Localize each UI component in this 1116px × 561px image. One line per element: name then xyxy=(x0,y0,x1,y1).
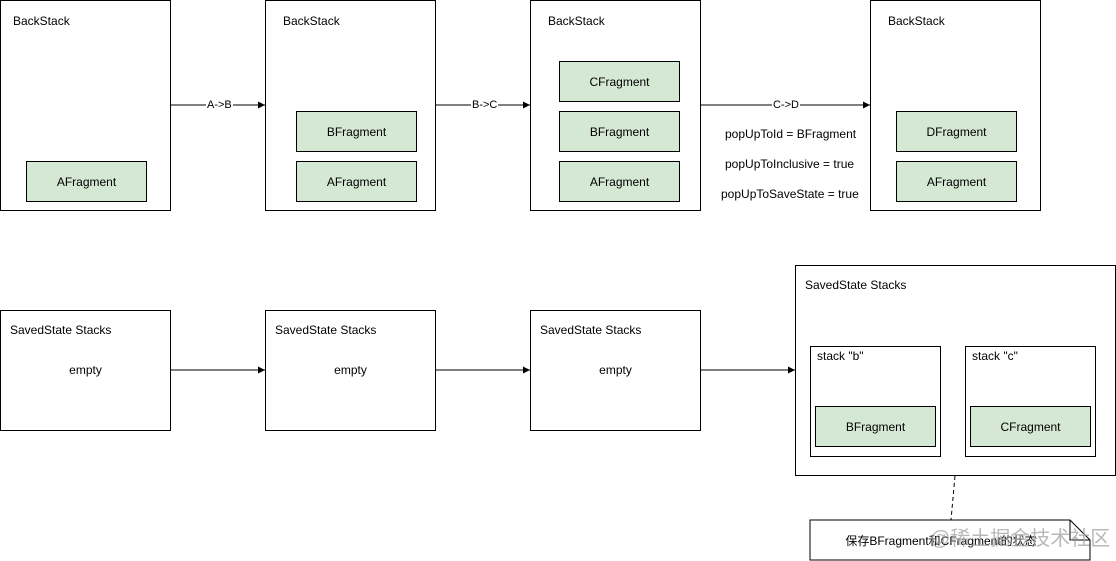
backstack-title: BackStack xyxy=(548,14,605,28)
transition-label-c-d: C->D xyxy=(772,99,800,111)
saved-state-box-4[interactable]: SavedState Stacks stack "b" BFragment st… xyxy=(795,265,1116,476)
backstack-title: BackStack xyxy=(888,14,945,28)
fragment-b[interactable]: BFragment xyxy=(815,406,936,447)
fragment-a[interactable]: AFragment xyxy=(559,161,680,202)
transition-label-a-b: A->B xyxy=(206,99,233,111)
note-fold xyxy=(1069,520,1090,541)
backstack-4[interactable]: BackStack DFragment AFragment xyxy=(870,0,1041,211)
saved-state-empty: empty xyxy=(69,363,102,377)
fragment-b[interactable]: BFragment xyxy=(296,111,417,152)
option-popupto-inclusive: popUpToInclusive = true xyxy=(725,157,855,171)
watermark: @稀土掘金技术社区 xyxy=(930,528,1111,550)
backstack-1[interactable]: BackStack AFragment xyxy=(0,0,171,211)
backstack-2[interactable]: BackStack BFragment AFragment xyxy=(265,0,436,211)
fragment-a[interactable]: AFragment xyxy=(26,161,147,202)
option-popupto-savestate: popUpToSaveState = true xyxy=(721,187,859,201)
note-shape xyxy=(809,519,1091,561)
fragment-c[interactable]: CFragment xyxy=(970,406,1091,447)
saved-state-empty: empty xyxy=(334,363,367,377)
saved-state-empty: empty xyxy=(599,363,632,377)
saved-state-title: SavedState Stacks xyxy=(10,323,112,337)
fragment-a[interactable]: AFragment xyxy=(296,161,417,202)
saved-state-title: SavedState Stacks xyxy=(275,323,377,337)
saved-state-box-2[interactable]: SavedState Stacks empty xyxy=(265,310,436,431)
saved-stack-label: stack "b" xyxy=(817,349,864,363)
saved-state-title: SavedState Stacks xyxy=(805,278,907,292)
transition-label-b-c: B->C xyxy=(471,99,499,111)
saved-stack-b[interactable]: stack "b" BFragment xyxy=(810,346,941,457)
backstack-3[interactable]: BackStack CFragment BFragment AFragment xyxy=(530,0,701,211)
fragment-c[interactable]: CFragment xyxy=(559,61,680,102)
save-state-note: 保存BFragment和CFragment的状态 xyxy=(845,533,1037,548)
saved-stack-c[interactable]: stack "c" CFragment xyxy=(965,346,1096,457)
saved-state-title: SavedState Stacks xyxy=(540,323,642,337)
backstack-title: BackStack xyxy=(283,14,340,28)
fragment-d[interactable]: DFragment xyxy=(896,111,1017,152)
fragment-b[interactable]: BFragment xyxy=(559,111,680,152)
fragment-a[interactable]: AFragment xyxy=(896,161,1017,202)
backstack-title: BackStack xyxy=(13,14,70,28)
saved-stack-label: stack "c" xyxy=(972,349,1018,363)
saved-state-box-1[interactable]: SavedState Stacks empty xyxy=(0,310,171,431)
note-link-dashed xyxy=(950,475,956,521)
saved-state-box-3[interactable]: SavedState Stacks empty xyxy=(530,310,701,431)
option-popupto-id: popUpToId = BFragment xyxy=(725,127,857,141)
